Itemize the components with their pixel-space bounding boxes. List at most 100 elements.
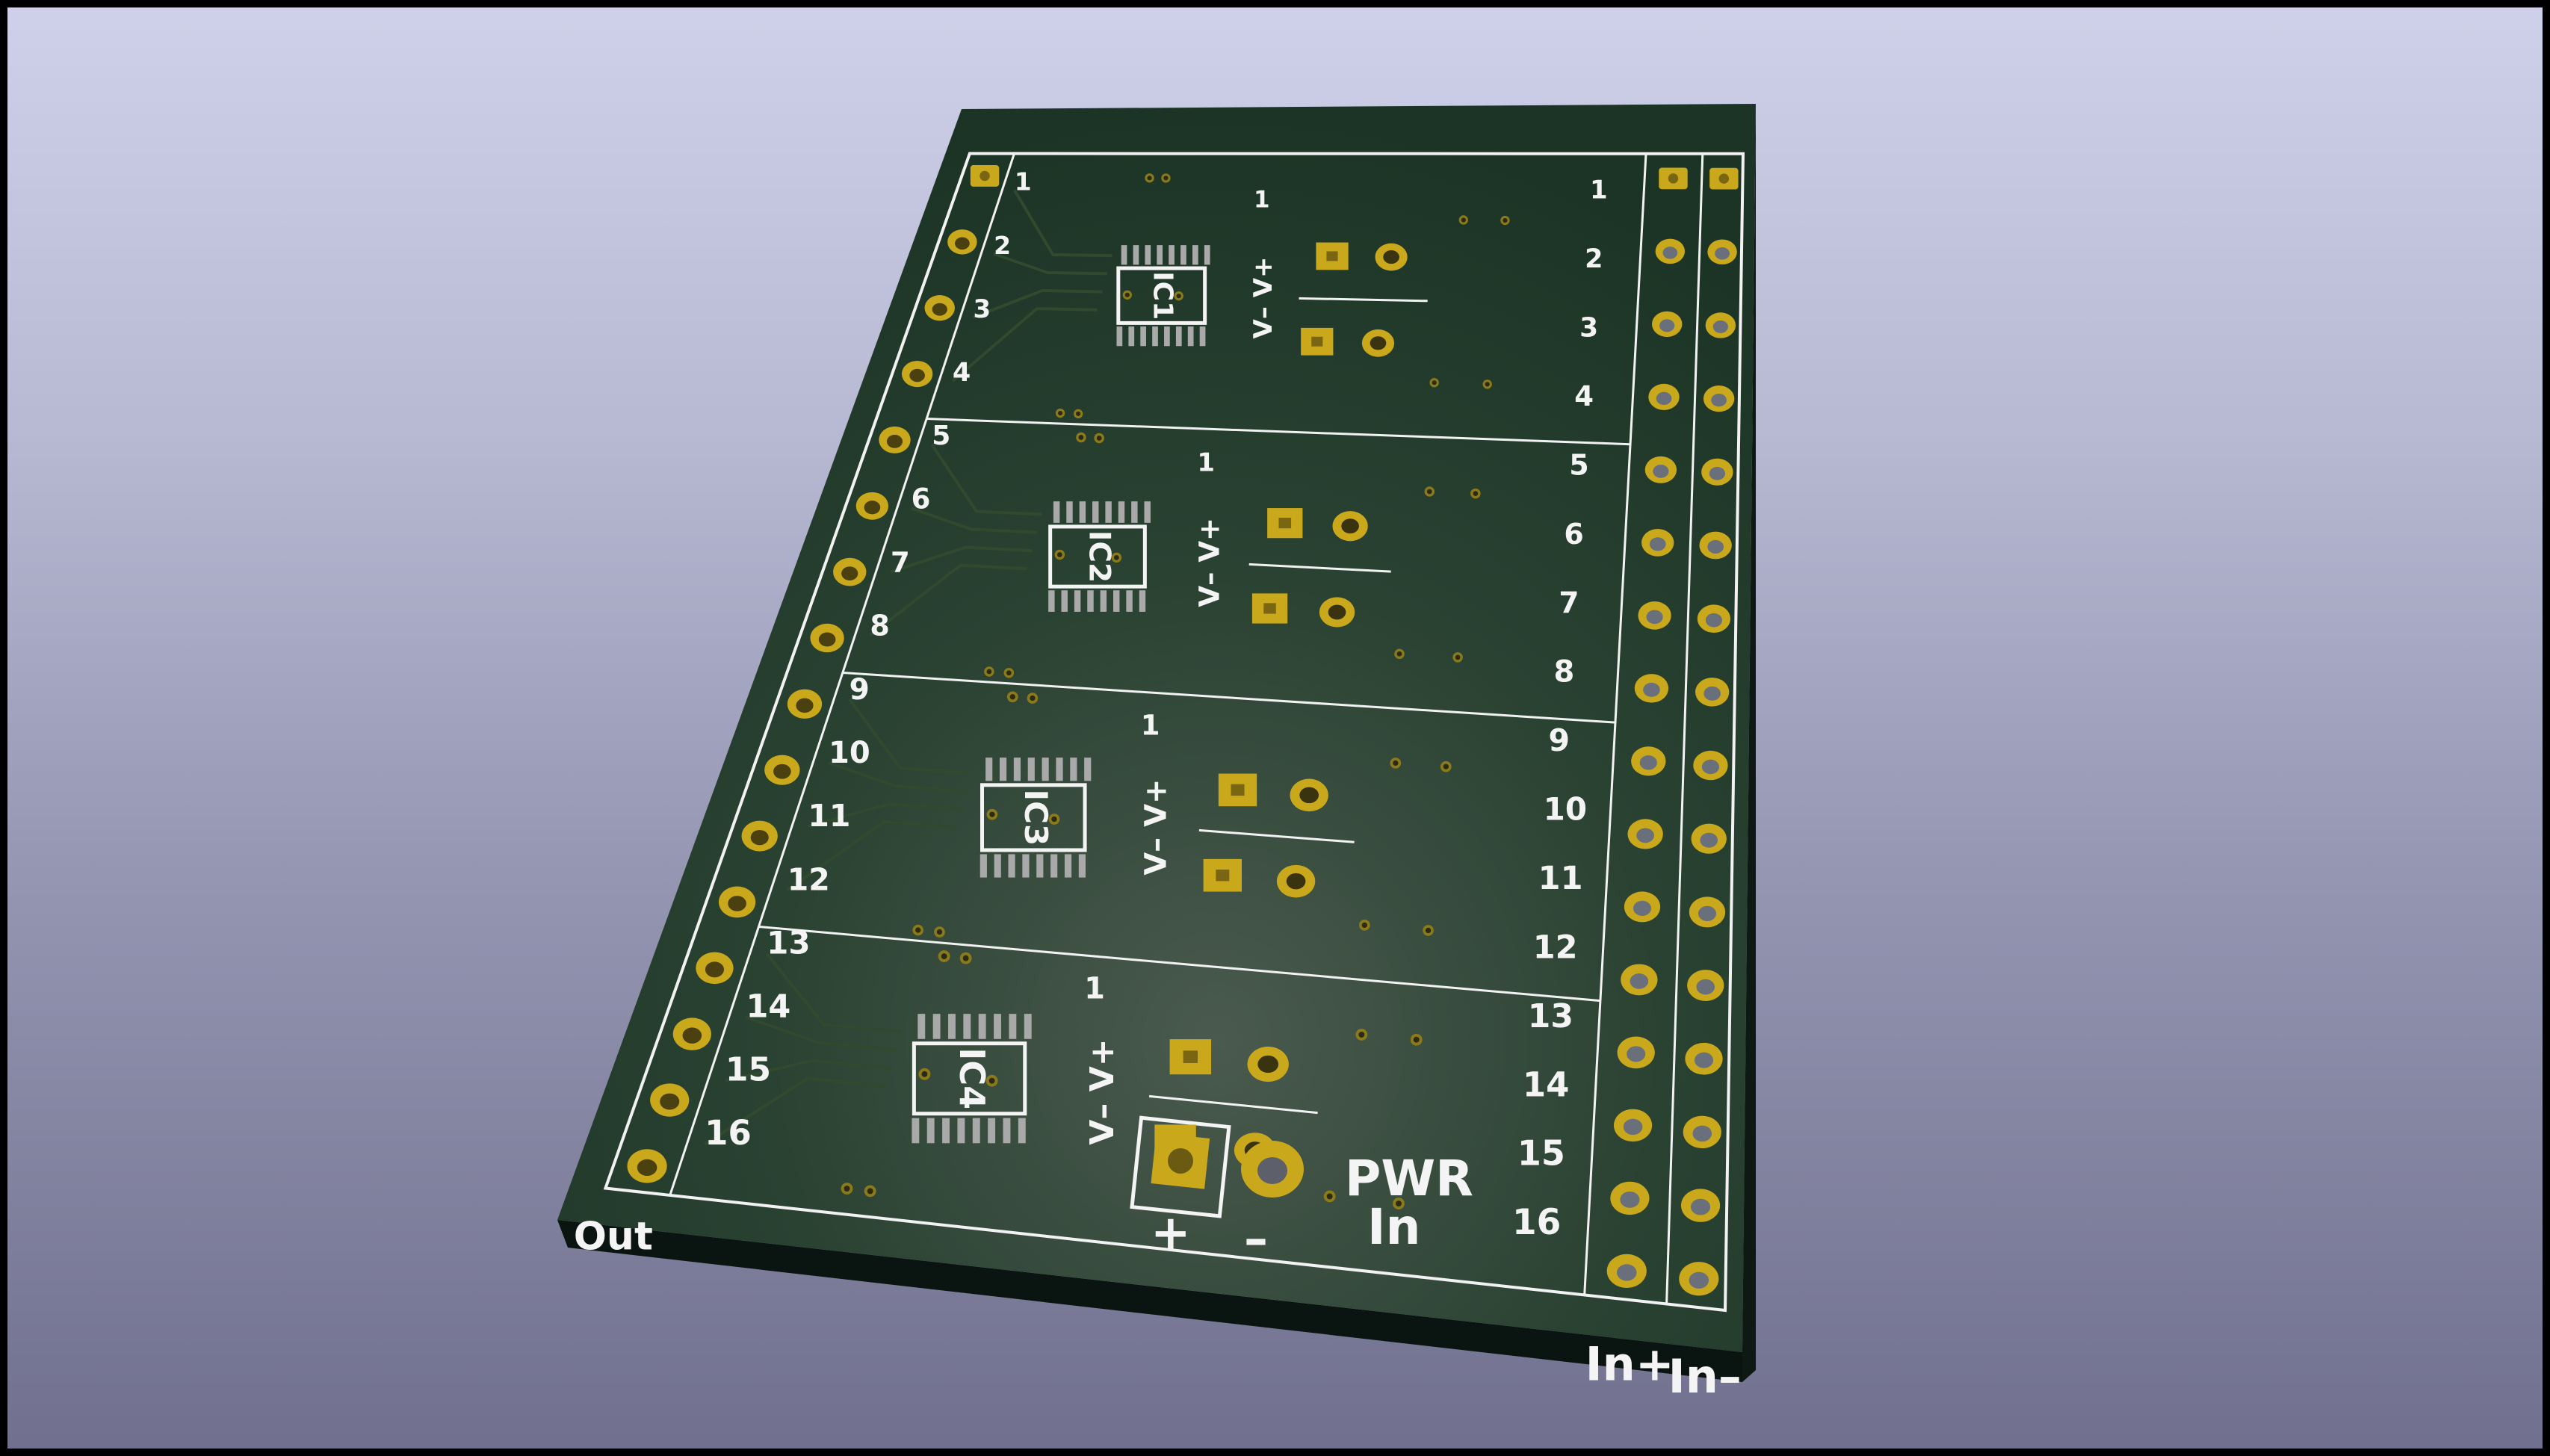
via-hole — [1485, 382, 1490, 387]
copper-trace — [765, 952, 902, 1034]
right-pin-number: 7 — [1559, 586, 1579, 620]
smd-pad — [1100, 590, 1107, 612]
decoupling-pad-drill — [1341, 518, 1359, 534]
smd-pad — [963, 1014, 971, 1039]
supply-label: V– V+ — [1083, 1038, 1121, 1144]
right-pin-number: 15 — [1517, 1133, 1565, 1174]
decoupling-pad-drill — [1216, 870, 1230, 882]
right-header-pad-a-drill — [1659, 319, 1675, 332]
pad-divider — [1148, 1094, 1318, 1115]
smd-pad — [972, 1118, 980, 1144]
right-pin-number: 11 — [1538, 860, 1583, 897]
copper-trace — [786, 820, 957, 891]
smd-pad — [1169, 245, 1175, 265]
decoupling-pad-drill — [1183, 1050, 1198, 1063]
via-hole — [1076, 411, 1081, 416]
via-hole — [1432, 380, 1437, 385]
in-minus-label: In– — [1668, 1349, 1742, 1404]
channel-separator — [926, 418, 1631, 446]
smd-pad — [1144, 501, 1151, 523]
ic-outline — [980, 783, 1087, 852]
right-header-pad-a-drill — [1649, 537, 1666, 551]
via-hole — [986, 669, 992, 675]
smd-pad — [917, 1014, 926, 1039]
smd-pad — [994, 854, 1001, 878]
smd-pad — [1192, 245, 1198, 265]
decoupling-pad-drill — [1311, 336, 1323, 347]
copper-trace — [745, 1015, 897, 1052]
channel-separator — [842, 672, 1616, 724]
left-header-pad-drill — [818, 632, 836, 647]
power-plus-label: + — [1151, 1206, 1191, 1261]
smd-pad — [1157, 245, 1163, 265]
via-hole — [1124, 292, 1130, 297]
copper-trace — [704, 1076, 887, 1146]
copper-trace — [828, 761, 968, 793]
pcb-board[interactable] — [557, 104, 1756, 1352]
smd-pad — [932, 1014, 941, 1039]
board-edge — [557, 1220, 1742, 1382]
right-header-pad-a-drill — [1636, 828, 1654, 843]
ic-reference: IC4 — [952, 1047, 992, 1109]
smd-pad — [1131, 501, 1138, 523]
right-header-pad-a-drill — [1653, 464, 1669, 478]
via-hole — [1413, 1036, 1420, 1043]
copper-trace — [725, 1059, 892, 1082]
smd-pad — [1116, 326, 1123, 347]
smd-pad — [1133, 245, 1139, 265]
via-hole — [1176, 294, 1181, 299]
silkscreen-outline — [603, 152, 1745, 1313]
smd-pad — [1066, 501, 1073, 523]
right-header-pad-b-drill — [1705, 613, 1723, 628]
smd-pad — [1050, 854, 1058, 878]
right-pin-number: 12 — [1533, 929, 1578, 966]
right-pin-number: 9 — [1549, 722, 1570, 758]
smd-pad — [1152, 326, 1158, 347]
left-header-pad-drill — [750, 829, 769, 846]
via-hole — [915, 927, 921, 933]
left-header-divider — [669, 153, 1015, 1196]
via-hole — [1461, 217, 1466, 223]
via-hole — [1455, 654, 1461, 660]
smd-pad — [1079, 501, 1086, 523]
pad-divider — [1198, 828, 1355, 843]
left-header-pad-drill — [864, 501, 881, 515]
power-label-line2: In — [1367, 1198, 1421, 1256]
smd-pad — [1092, 501, 1099, 523]
smd-pad — [1140, 326, 1146, 347]
board-outline — [603, 152, 1745, 1313]
smd-pad — [1126, 590, 1133, 612]
ic-outline — [1048, 524, 1147, 589]
right-header-pad-b-drill — [1711, 393, 1727, 407]
smd-pad — [1105, 501, 1112, 523]
smd-pad — [1139, 590, 1146, 612]
smd-pad — [1128, 326, 1135, 347]
pin1-marker: 1 — [1141, 709, 1160, 741]
via-hole — [1358, 1032, 1365, 1038]
via-hole — [1163, 176, 1169, 181]
smd-pad — [1061, 590, 1068, 612]
via-hole — [1425, 927, 1432, 934]
pad-divider — [1299, 297, 1428, 303]
ic-outline — [912, 1041, 1027, 1116]
right-header-pad-a-drill — [1643, 682, 1660, 697]
smd-pad — [1003, 1118, 1011, 1144]
via-hole — [921, 1071, 928, 1077]
power-label-line1: PWR — [1345, 1150, 1473, 1207]
ic-reference: IC1 — [1148, 271, 1178, 320]
decoupling-pad-drill — [1383, 250, 1399, 264]
via-hole — [988, 1077, 995, 1084]
smd-pad — [1070, 758, 1077, 781]
right-pin-number: 4 — [1574, 380, 1594, 412]
smd-pad — [1048, 590, 1055, 612]
left-header-pad-drill — [660, 1093, 680, 1110]
supply-label: V– V+ — [1139, 778, 1174, 875]
smd-pad — [1027, 758, 1035, 781]
smd-pad — [1118, 501, 1125, 523]
ic-reference: IC2 — [1082, 530, 1115, 583]
copper-traces — [704, 189, 1112, 1146]
decoupling-pad-drill — [1231, 784, 1245, 796]
smd-pad — [994, 1014, 1001, 1039]
